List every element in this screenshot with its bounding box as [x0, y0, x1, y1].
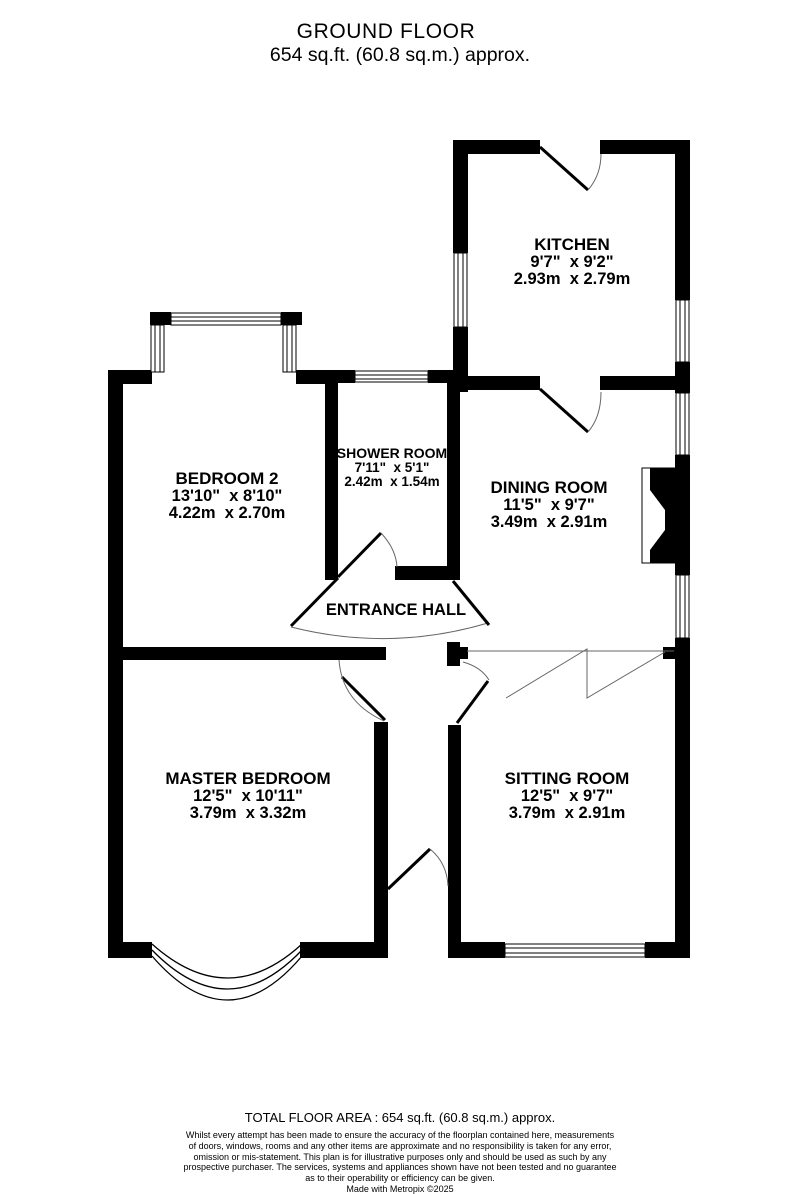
door-swing-arc [587, 153, 602, 191]
disclaimer-line: Whilst every attempt has been made to en… [185, 1130, 615, 1140]
room-dims-metric: 2.93m x 2.79m [513, 270, 631, 288]
room-label-entrance-hall: ENTRANCE HALL [325, 601, 467, 619]
door-swing-arc [429, 848, 449, 887]
walls [108, 140, 690, 958]
fireplace [641, 467, 678, 564]
room-label-dining: DINING ROOM 11'5" x 9'7" 3.49m x 2.91m [490, 479, 607, 532]
room-label-bedroom2: BEDROOM 2 13'10" x 8'10" 4.22m x 2.70m [169, 470, 286, 523]
disclaimer-line: omission or mis-statement. This plan is … [193, 1151, 607, 1162]
room-name: SITTING ROOM [504, 769, 630, 788]
footer: TOTAL FLOOR AREA : 654 sq.ft. (60.8 sq.m… [80, 1110, 720, 1194]
door-leaf [289, 576, 340, 628]
room-name: MASTER BEDROOM [165, 769, 331, 788]
room-dims-imperial: 12'5" x 9'7" [520, 786, 614, 805]
room-label-kitchen: KITCHEN 9'7" x 9'2" 2.93m x 2.79m [514, 236, 631, 289]
windows [150, 252, 690, 958]
window [150, 324, 165, 373]
door-leaf [538, 387, 590, 434]
page-title: GROUND FLOOR [296, 20, 476, 43]
room-dims-imperial: 11'5" x 9'7" [503, 495, 595, 514]
door-leaf [386, 847, 432, 891]
room-dims-imperial: 9'7" x 9'2" [530, 252, 614, 271]
door-leaf [451, 580, 491, 626]
door-leaf [336, 531, 383, 579]
room-label-sitting: SITTING ROOM 12'5" x 9'7" 3.79m x 2.91m [505, 770, 630, 823]
window [675, 574, 690, 639]
disclaimer-line: of doors, windows, rooms and any other i… [188, 1140, 612, 1151]
disclaimer-line: as to their operability or efficiency ca… [305, 1173, 495, 1184]
disclaimer-line: prospective purchaser. The services, sys… [183, 1162, 617, 1173]
opening-divider [467, 648, 674, 699]
door-swing-arc [462, 661, 490, 681]
window [504, 943, 646, 958]
room-dims-metric: 3.49m x 2.91m [490, 513, 608, 531]
room-dims-imperial: 12'5" x 10'11" [193, 786, 303, 805]
room-name: BEDROOM 2 [175, 469, 279, 488]
door-leaf [538, 145, 590, 192]
bay-window-curved [151, 943, 303, 1001]
door-swing-arc [338, 659, 385, 722]
window [354, 370, 429, 383]
room-dims-metric: 3.79m x 2.91m [508, 804, 626, 822]
room-name: KITCHEN [534, 235, 610, 254]
door-swing-arc [587, 391, 602, 433]
room-dims-metric: 3.79m x 3.32m [189, 804, 307, 822]
doors [289, 145, 602, 891]
door-swing-arc [290, 622, 489, 640]
room-label-shower: SHOWER ROOM 7'11" x 5'1" 2.42m x 1.54m [337, 446, 447, 490]
window [170, 312, 282, 326]
window [675, 299, 690, 363]
room-dims-imperial: 13'10" x 8'10" [171, 486, 283, 505]
room-dims-metric: 2.42m x 1.54m [344, 474, 440, 489]
door-swing-arc [380, 532, 398, 568]
credit-line: Made with Metropix ©2025 [346, 1183, 454, 1194]
room-label-master: MASTER BEDROOM 12'5" x 10'11" 3.79m x 3.… [165, 770, 330, 823]
room-dims-metric: 4.22m x 2.70m [168, 504, 286, 522]
room-name: DINING ROOM [490, 478, 608, 497]
door-leaf [455, 680, 490, 724]
page-subtitle: 654 sq.ft. (60.8 sq.m.) approx. [269, 44, 531, 66]
window [453, 252, 468, 328]
room-name: SHOWER ROOM [336, 445, 448, 461]
door-leaf [340, 675, 387, 722]
window [675, 392, 690, 456]
window [282, 324, 297, 373]
total-floor-area: TOTAL FLOOR AREA : 654 sq.ft. (60.8 sq.m… [244, 1110, 556, 1125]
room-dims-imperial: 7'11" x 5'1" [354, 459, 430, 475]
